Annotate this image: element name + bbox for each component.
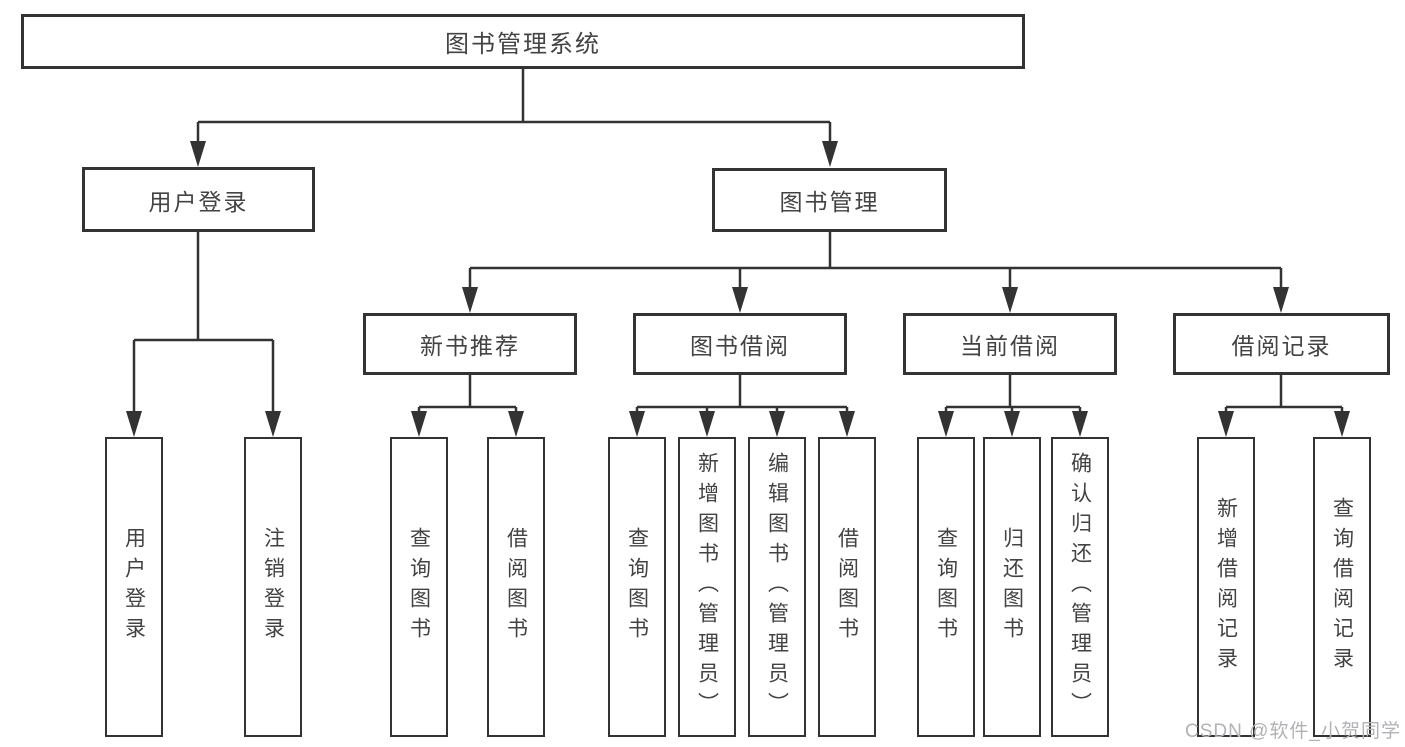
node-borrowing-records: 借阅记录 xyxy=(1173,313,1390,375)
node-label: 查询借阅记录 xyxy=(1330,497,1354,677)
node-label: 图书管理系统 xyxy=(445,31,601,58)
node-book-management-group: 图书管理 xyxy=(712,168,947,232)
node-new-book-recommendation: 新书推荐 xyxy=(363,313,577,375)
node-label: 新增图书（管理员） xyxy=(695,452,719,722)
node-leaf-confirm-return-admin: 确认归还（管理员） xyxy=(1051,437,1109,737)
node-label: 图书借阅 xyxy=(690,333,790,359)
node-current-borrowing: 当前借阅 xyxy=(903,313,1117,375)
node-label: 用户登录 xyxy=(148,188,249,215)
node-leaf-user-login: 用户登录 xyxy=(105,437,163,737)
node-label: 查询图书 xyxy=(625,527,649,647)
node-leaf-borrow-books-recommend: 借阅图书 xyxy=(487,437,545,737)
node-book-borrowing: 图书借阅 xyxy=(633,313,847,375)
watermark: CSDN @软件_小贺同学 xyxy=(1185,721,1401,742)
node-label: 借阅图书 xyxy=(504,527,528,647)
node-label: 确认归还（管理员） xyxy=(1068,452,1092,722)
node-leaf-logout: 注销登录 xyxy=(244,437,302,737)
node-label: 借阅记录 xyxy=(1231,333,1332,359)
node-label: 借阅图书 xyxy=(835,527,859,647)
node-label: 查询图书 xyxy=(934,527,958,647)
node-leaf-query-borrow-record: 查询借阅记录 xyxy=(1313,437,1371,737)
node-leaf-query-books-borrow: 查询图书 xyxy=(608,437,666,737)
node-label: 当前借阅 xyxy=(960,333,1060,359)
node-label: 新增借阅记录 xyxy=(1214,497,1238,677)
node-label: 注销登录 xyxy=(261,527,285,647)
node-label: 图书管理 xyxy=(779,189,880,215)
node-leaf-query-books-current: 查询图书 xyxy=(917,437,975,737)
node-leaf-edit-books-admin: 编辑图书（管理员） xyxy=(748,437,806,737)
node-leaf-query-books-recommend: 查询图书 xyxy=(390,437,448,737)
node-leaf-add-borrow-record: 新增借阅记录 xyxy=(1197,437,1255,737)
node-leaf-return-books: 归还图书 xyxy=(983,437,1041,737)
node-user-login-group: 用户登录 xyxy=(82,167,315,232)
node-library-management-system: 图书管理系统 xyxy=(21,14,1025,69)
node-label: 新书推荐 xyxy=(420,333,520,359)
node-label: 用户登录 xyxy=(122,527,146,647)
node-label: 编辑图书（管理员） xyxy=(765,452,789,722)
node-leaf-add-books-admin: 新增图书（管理员） xyxy=(678,437,736,737)
node-label: 查询图书 xyxy=(407,527,431,647)
node-leaf-borrow-books: 借阅图书 xyxy=(818,437,876,737)
node-label: 归还图书 xyxy=(1000,527,1024,647)
